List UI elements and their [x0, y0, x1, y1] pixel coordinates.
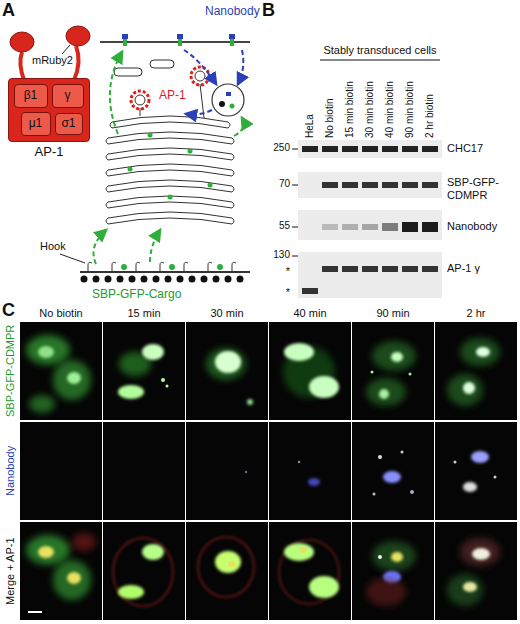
subunit-name: μ1: [29, 116, 43, 130]
subunit-box: μ1: [21, 112, 51, 136]
panel-letter: B: [262, 0, 275, 22]
micrograph-grid: [20, 322, 517, 620]
column-header: 40 min: [293, 307, 326, 320]
asterisk-mark: *: [286, 286, 290, 299]
subunit-box: γ: [52, 84, 84, 108]
band-label: AP-1 γ: [447, 262, 480, 275]
lane-label: 90 min biotin: [404, 81, 416, 138]
lane-label: 40 min biotin: [384, 81, 396, 138]
column-header: No biotin: [39, 307, 82, 320]
complex-name: AP-1: [9, 144, 89, 160]
band-label: SBP-GFP-CDMPR: [447, 176, 515, 202]
protein-label: SBP-GFP-Cargo: [92, 287, 181, 301]
band-label: Nanobody: [447, 220, 497, 233]
column-header: 90 min: [376, 307, 409, 320]
row-label: Nanobody: [4, 446, 17, 496]
protein-label: Nanobody: [205, 4, 260, 18]
column-header: 15 min: [127, 307, 160, 320]
row-label: Merge + AP-1: [4, 537, 17, 605]
mw-marker: 70: [279, 178, 290, 190]
subunit-box: σ1: [55, 113, 83, 135]
protein-complex: AP-1β1γμ1σ1: [8, 78, 90, 142]
group-label: Stably transduced cells: [323, 44, 436, 57]
subunit-name: β1: [24, 88, 38, 102]
panel-letter: A: [2, 0, 15, 22]
lane-label: No biotin: [324, 99, 336, 138]
mw-marker: 55: [279, 220, 290, 232]
western-blot: [292, 60, 442, 298]
column-header: 30 min: [210, 307, 243, 320]
column-header: 2 hr: [467, 307, 486, 320]
protein-label: mRuby2: [32, 54, 73, 67]
panel-letter: C: [2, 300, 15, 322]
band-label: CHC17: [447, 142, 483, 155]
asterisk-mark: *: [286, 265, 290, 278]
mw-marker: 250: [273, 142, 290, 154]
subunit-box: β1: [14, 84, 48, 108]
mw-marker: 130: [273, 249, 290, 261]
row-label: SBP-GFP-CDMPR: [4, 325, 17, 417]
subunit-name: σ1: [61, 116, 75, 130]
lane-label: 15 min biotin: [344, 81, 356, 138]
lane-label: 2 hr biotin: [424, 94, 436, 138]
lane-label: 30 min biotin: [364, 81, 376, 138]
protein-label: AP-1: [158, 88, 187, 102]
lane-label: HeLa: [304, 114, 316, 138]
subunit-name: γ: [65, 88, 71, 102]
cell-schematic: [10, 26, 250, 283]
part-label: Hook: [40, 240, 66, 253]
